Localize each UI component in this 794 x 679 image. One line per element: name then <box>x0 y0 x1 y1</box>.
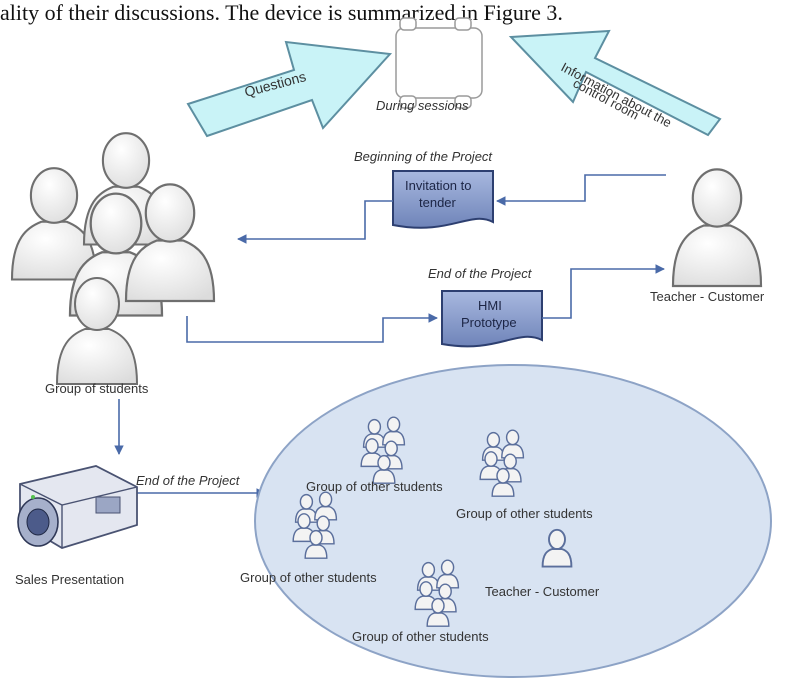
group-of-students-label: Group of students <box>45 381 149 396</box>
projector-icon <box>17 465 138 549</box>
during-sessions-label: During sessions <box>376 98 469 113</box>
other-group-label-3: Group of other students <box>240 570 377 585</box>
invitation-to-students-connector <box>237 200 393 244</box>
hmi-to-teacher-connector <box>542 264 665 319</box>
beginning-project-label: Beginning of the Project <box>354 149 493 164</box>
invitation-tender-document <box>392 170 494 229</box>
students-to-hmi-connector <box>186 313 438 343</box>
invitation-document-line1: Invitation to <box>405 178 472 193</box>
other-group-label-2: Group of other students <box>456 506 593 521</box>
sales-presentation-label: Sales Presentation <box>15 572 124 587</box>
hmi-document-line1: HMI <box>478 298 502 313</box>
ellipse-teacher-customer-label: Teacher - Customer <box>485 584 600 599</box>
group-of-students-icon <box>10 132 216 385</box>
teacher-customer-icon <box>671 168 763 288</box>
questions-arrow <box>186 40 393 138</box>
other-group-label-4: Group of other students <box>352 629 489 644</box>
information-arrow <box>508 29 722 137</box>
teacher-customer-label: Teacher - Customer <box>650 289 765 304</box>
other-groups-ellipse <box>254 364 772 678</box>
end-project-presentation-label: End of the Project <box>136 473 241 488</box>
meeting-table-icon <box>395 17 483 109</box>
teacher-to-invitation-connector <box>496 174 666 206</box>
hmi-prototype-document <box>441 290 543 348</box>
invitation-document-line2: tender <box>419 195 457 210</box>
other-group-label-1: Group of other students <box>306 479 443 494</box>
top-caption-text: ality of their discussions. The device i… <box>0 0 563 25</box>
hmi-document-line2: Prototype <box>461 315 517 330</box>
end-project-hmi-label: End of the Project <box>428 266 533 281</box>
